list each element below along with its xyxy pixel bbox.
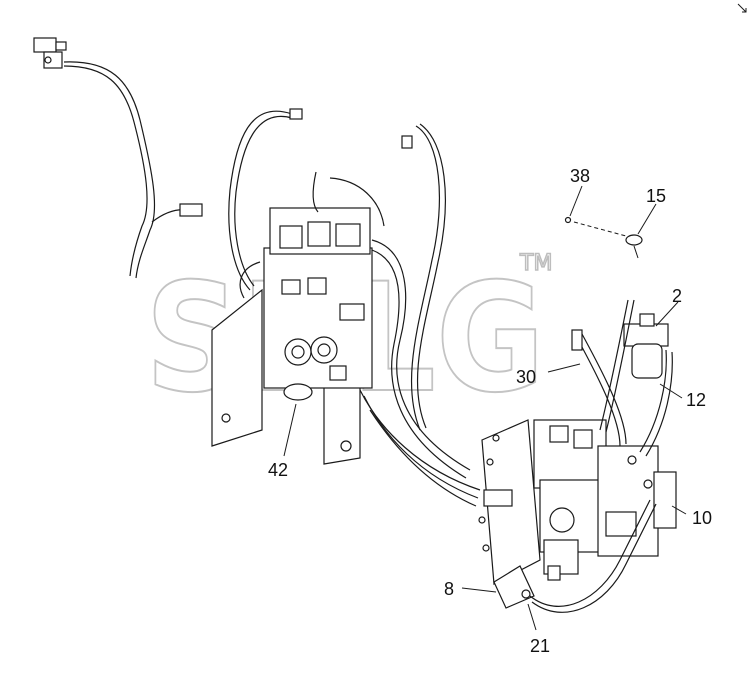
callout-38: 38: [570, 166, 590, 186]
callout-2: 2: [672, 286, 682, 306]
corner-arrow-icon: [737, 3, 747, 13]
hose-upper-left: [63, 61, 203, 279]
callout-10: 10: [692, 508, 712, 528]
filter-assembly: [571, 299, 673, 457]
main-valve-bank: [211, 171, 385, 465]
callout-30: 30: [516, 367, 536, 387]
callout-42: 42: [268, 460, 288, 480]
leader-lines: [283, 185, 687, 631]
lower-bracket: [493, 499, 657, 613]
connecting-hoses: [359, 239, 481, 507]
callout-21: 21: [530, 636, 550, 656]
upper-left-connector: [33, 37, 67, 69]
callout-8: 8: [444, 579, 454, 599]
upper-hoses: [228, 108, 446, 431]
ring-38: [564, 216, 572, 224]
clamp-15: [625, 234, 643, 259]
pump-assembly: [478, 419, 677, 585]
callout-labels: 38 15 2 30 12 42 10 8 21: [268, 166, 712, 656]
callout-12: 12: [686, 390, 706, 410]
callout-15: 15: [646, 186, 666, 206]
watermark-trademark: TM: [519, 251, 552, 276]
